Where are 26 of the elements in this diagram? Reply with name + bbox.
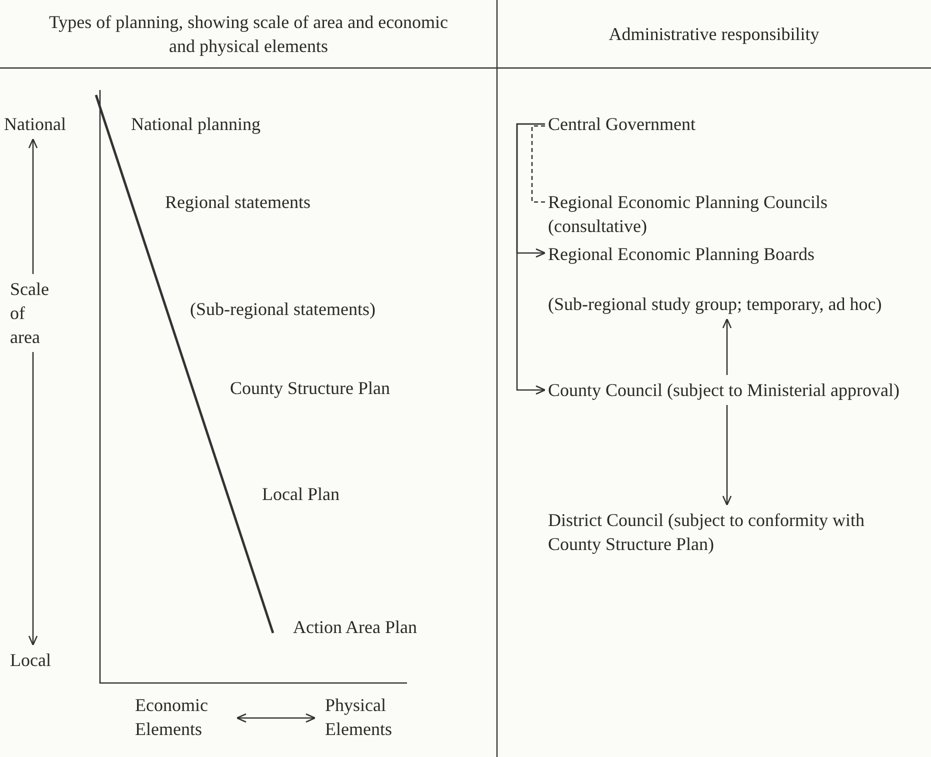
- arrow: [722, 318, 732, 375]
- axis-label: Scale of area: [10, 277, 56, 349]
- column-header: Administrative responsibility: [608, 23, 820, 46]
- body-label: Regional Economic Planning Councils (consultative): [548, 190, 920, 238]
- double-arrow: [236, 713, 316, 723]
- plan-type-label: Local Plan: [262, 483, 340, 506]
- body-label: (Sub-regional study group; temporary, ad hoc): [548, 292, 920, 316]
- column-header: Types of planning, showing scale of area and economic and physical elements: [48, 11, 450, 58]
- arrow: [28, 352, 38, 646]
- body-label: District Council (subject to conformity with County Structure Plan): [548, 508, 920, 556]
- body-label: County Council (subject to Ministerial approval): [548, 378, 920, 402]
- arrow: [722, 405, 732, 506]
- plan-type-label: National planning: [131, 113, 260, 136]
- connector-line: [531, 125, 545, 203]
- arrow: [516, 123, 546, 395]
- scale-end-label: Local: [10, 648, 51, 672]
- plan-type-label: Action Area Plan: [293, 616, 417, 639]
- scale-end-label: National: [4, 112, 66, 136]
- axis-label: Economic Elements: [135, 693, 227, 741]
- plan-type-label: (Sub-regional statements): [190, 298, 376, 321]
- axis-label: Physical Elements: [325, 693, 417, 741]
- body-label: Regional Economic Planning Boards: [548, 242, 814, 266]
- arrow: [28, 138, 38, 274]
- body-label: Central Government: [548, 112, 696, 136]
- plan-type-label: County Structure Plan: [230, 377, 390, 400]
- plan-type-label: Regional statements: [165, 191, 310, 214]
